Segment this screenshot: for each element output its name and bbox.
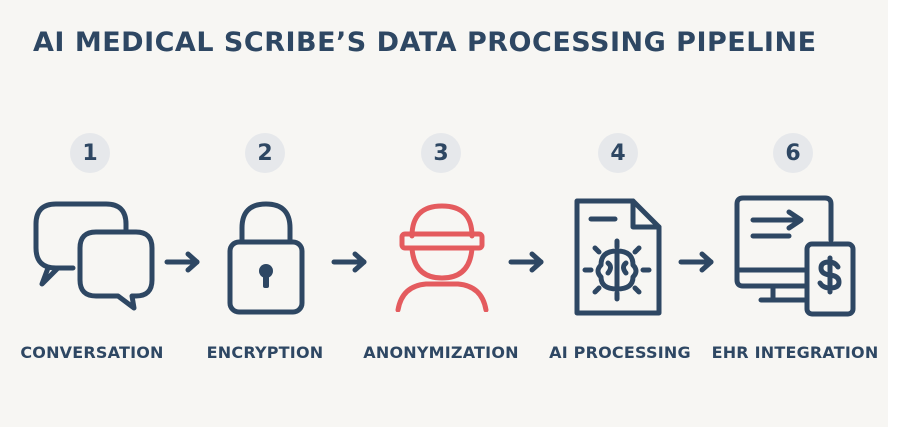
arrow-right-icon [508, 251, 544, 273]
step-5-label: EHR INTEGRATION [711, 343, 879, 362]
diagram-title: AI MEDICAL SCRIBE’S DATA PROCESSING PIPE… [33, 27, 817, 58]
arrow-right-icon [164, 251, 200, 273]
speech-bubbles-icon [33, 201, 155, 311]
step-4-number-badge: 4 [598, 133, 638, 173]
arrow-right-icon [678, 251, 714, 273]
masked-person-icon [395, 203, 489, 312]
step-1-number-badge: 1 [70, 133, 110, 173]
document-brain-icon [574, 198, 662, 316]
monitor-billing-icon [734, 195, 856, 317]
step-2-number-badge: 2 [245, 133, 285, 173]
step-5-number-badge: 6 [773, 133, 813, 173]
step-3-label: ANONYMIZATION [363, 343, 519, 362]
padlock-icon [227, 201, 305, 315]
step-2-label: ENCRYPTION [206, 343, 324, 362]
arrow-right-icon [331, 251, 367, 273]
step-3-number-badge: 3 [421, 133, 461, 173]
step-4-label: AI PROCESSING [549, 343, 691, 362]
step-1-label: CONVERSATION [20, 343, 164, 362]
